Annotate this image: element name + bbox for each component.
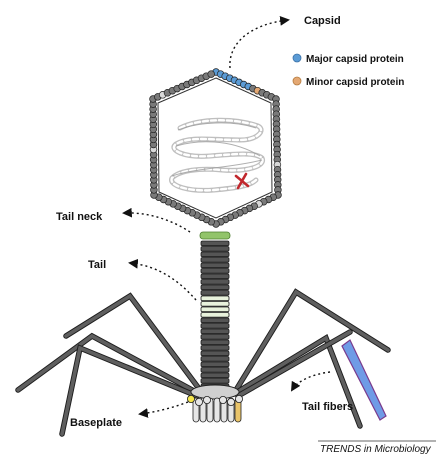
tail-neck-arrow	[122, 207, 191, 233]
tail-segment	[200, 290, 230, 296]
genome-dna	[169, 117, 265, 193]
tail-fiber	[236, 330, 352, 398]
tail-segment	[200, 367, 230, 373]
tail-fiber	[232, 335, 362, 428]
tail-neck	[199, 231, 231, 240]
tail-fibers	[15, 288, 391, 437]
major-capsid-legend-label: Major capsid protein	[306, 54, 404, 65]
tail-fiber-tip	[341, 339, 387, 421]
tail-segment	[200, 251, 230, 258]
baseplate-bead	[194, 397, 203, 406]
tail-fibers-arrow	[290, 371, 331, 392]
dna-marker	[234, 172, 250, 190]
baseplate-label: Baseplate	[70, 417, 122, 429]
tail-fiber	[64, 293, 202, 392]
tail-segment	[200, 240, 230, 247]
tail-segment	[200, 372, 230, 379]
capsid-capsomeres	[149, 68, 282, 228]
tail-segment	[200, 312, 230, 318]
baseplate	[186, 384, 243, 423]
baseplate-bead	[186, 394, 195, 403]
baseplate-arrow	[138, 401, 189, 418]
tail-segment	[200, 328, 230, 335]
tail-segment	[200, 262, 230, 269]
tail-fiber	[16, 333, 198, 394]
baseplate-hub	[190, 384, 240, 400]
tail-segment	[200, 339, 230, 346]
journal-credit: TRENDS in Microbiology	[320, 444, 432, 455]
tail-label: Tail	[88, 259, 106, 271]
tail-segment	[200, 378, 230, 384]
tail-segment	[200, 323, 230, 329]
tail-segment	[200, 301, 230, 307]
capsid-arrow	[229, 15, 290, 69]
tail-segment	[200, 361, 230, 368]
capsomere	[207, 70, 215, 78]
baseplate-peg	[213, 397, 221, 423]
tail-segment	[200, 279, 230, 285]
tail-segment	[200, 273, 230, 280]
minor-capsid-legend-label: Minor capsid protein	[306, 77, 404, 88]
tail-fiber	[60, 345, 199, 436]
capsid-inner-outline	[157, 77, 273, 219]
tail-segment	[200, 306, 230, 313]
tail-segment	[200, 356, 230, 362]
baseplate-bead	[202, 395, 211, 404]
tail-fiber	[234, 289, 390, 392]
tail-segment	[200, 295, 230, 302]
baseplate-bead	[226, 397, 235, 406]
major-capsid-legend-swatch	[292, 53, 302, 63]
capsid-label: Capsid	[304, 15, 341, 27]
tail-arrow	[128, 258, 197, 301]
tail-segment	[200, 257, 230, 263]
baseplate-bead	[218, 395, 227, 404]
baseplate-bead	[234, 394, 243, 403]
tail-segment	[200, 317, 230, 324]
tail-neck-label: Tail neck	[56, 211, 103, 223]
tail-tube	[200, 240, 230, 390]
tail-segment	[200, 284, 230, 291]
tail-segment	[200, 268, 230, 274]
tail-segment	[200, 345, 230, 351]
tail-segment	[200, 350, 230, 357]
tail-fibers-label: Tail fibers	[302, 401, 353, 413]
tail-segment	[200, 246, 230, 252]
minor-capsid-legend-swatch	[292, 76, 302, 86]
tail-segment	[200, 334, 230, 340]
